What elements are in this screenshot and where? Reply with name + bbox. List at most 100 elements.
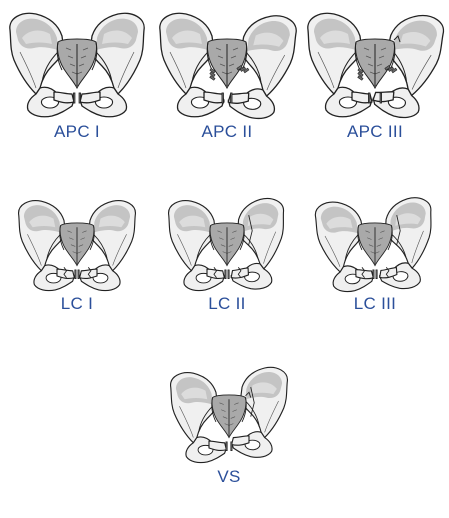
pubic-ramus <box>79 91 101 104</box>
panel-lc2: LC II <box>152 196 302 346</box>
pelvic-brim <box>41 51 59 83</box>
pelvis-drawing <box>18 200 136 292</box>
pelvis-lc3-illustration <box>314 197 432 293</box>
panel-lc3: LC III <box>300 196 449 346</box>
panel-label-lc1: LC I <box>60 294 94 313</box>
ramus-fracture-left <box>361 267 366 278</box>
hemipelvis-left <box>18 200 75 292</box>
panel-vs: VS <box>154 366 304 518</box>
hemipelvis-right <box>372 14 445 119</box>
panel-apc3: APC III <box>300 8 449 158</box>
pubic-symphysis <box>73 92 81 104</box>
pelvic-brim <box>93 233 108 261</box>
si-disruption-mark <box>393 35 401 43</box>
pelvis-apc2-illustration <box>159 12 297 120</box>
hemipelvis-right <box>227 15 297 120</box>
left-si-joint <box>206 41 213 71</box>
left-si-joint <box>357 225 363 251</box>
right-si-joint <box>241 397 247 423</box>
pubic-symphysis <box>372 269 378 279</box>
left-si-joint <box>56 41 63 71</box>
sacrum <box>206 38 248 90</box>
ramus-fracture-right <box>87 267 92 278</box>
pubic-ramus <box>351 91 373 104</box>
pubic-ramus <box>208 440 227 452</box>
sacrum <box>59 222 95 267</box>
hemipelvis-left <box>170 372 227 464</box>
right-si-joint <box>89 225 95 251</box>
pubic-symphysis <box>224 269 230 279</box>
sacrum <box>209 222 245 267</box>
left-si-joint <box>354 41 361 71</box>
left-si-joint <box>59 225 65 251</box>
pelvis-lc1-illustration <box>18 200 136 292</box>
pelvis-drawing <box>314 197 432 293</box>
pelvic-brim <box>196 233 211 261</box>
sacrum <box>357 222 393 267</box>
sacrospinous-ligament-right <box>384 65 398 74</box>
pelvis-drawing <box>307 12 445 119</box>
pelvic-brim <box>95 51 113 83</box>
pelvic-brim <box>46 233 61 261</box>
panel-label-apc3: APC III <box>347 122 403 141</box>
pelvic-brim <box>245 400 260 428</box>
pubic-ramus <box>206 268 225 280</box>
panel-label-vs: VS <box>217 467 241 486</box>
right-si-joint <box>239 225 245 251</box>
pelvic-brim <box>198 405 213 433</box>
pubic-ramus <box>379 267 398 279</box>
hemipelvis-right <box>79 12 145 118</box>
left-si-joint <box>211 397 217 423</box>
ramus-fracture-right <box>385 267 390 278</box>
pubic-ramus <box>231 435 250 446</box>
pelvic-brim <box>191 51 209 83</box>
ramus-fracture-left <box>63 267 68 278</box>
sacrospinous-ligament-left <box>357 67 364 81</box>
pelvis-vs-illustration <box>170 366 288 464</box>
iliac-fracture-line <box>248 215 253 245</box>
right-si-joint <box>91 41 98 71</box>
sacrospinous-ligament-right <box>236 65 250 74</box>
pubic-ramus <box>203 91 225 104</box>
hemipelvis-left <box>159 12 225 118</box>
sacrum <box>211 394 247 439</box>
hemipelvis-right <box>79 200 136 292</box>
hemipelvis-left <box>307 12 373 118</box>
si-disruption-mark <box>245 391 252 398</box>
panel-lc1: LC I <box>2 196 152 346</box>
pelvis-drawing <box>170 366 288 464</box>
panel-apc2: APC II <box>152 8 302 158</box>
pelvic-brim <box>344 234 359 262</box>
hemipelvis-right <box>231 366 288 458</box>
left-si-joint <box>209 225 215 251</box>
hemipelvis-left <box>314 201 374 293</box>
panel-label-lc3: LC III <box>353 294 397 313</box>
panel-label-lc2: LC II <box>208 294 246 313</box>
pelvis-apc3-illustration <box>307 12 445 119</box>
pubic-symphysis <box>74 269 80 279</box>
pubic-ramus <box>227 92 250 104</box>
sacrum <box>354 38 396 90</box>
right-si-joint <box>387 225 393 251</box>
ramus-fracture-left <box>213 267 218 278</box>
pelvic-brim <box>339 51 357 83</box>
pubic-ramus <box>56 268 75 280</box>
pelvis-lc2-illustration <box>168 197 285 292</box>
pubic-symphysis <box>368 92 382 104</box>
pelvic-brim <box>246 52 262 84</box>
iliac-fracture-line <box>396 215 401 245</box>
sacrum <box>56 38 98 90</box>
pelvis-drawing <box>159 12 297 120</box>
pubic-ramus <box>372 91 395 103</box>
pelvis-drawing <box>9 12 145 118</box>
sacrospinous-ligament-left <box>209 67 216 81</box>
panel-label-apc1: APC I <box>54 122 100 141</box>
pubic-ramus <box>53 91 75 104</box>
pelvis-drawing <box>168 197 285 292</box>
pelvis-apc1-illustration <box>9 12 145 118</box>
ramus-fracture-right <box>237 267 242 278</box>
hemipelvis-left <box>9 12 75 118</box>
iliac-fracture-line <box>250 387 255 417</box>
hemipelvis-left <box>168 200 225 292</box>
panel-label-apc2: APC II <box>201 122 253 141</box>
